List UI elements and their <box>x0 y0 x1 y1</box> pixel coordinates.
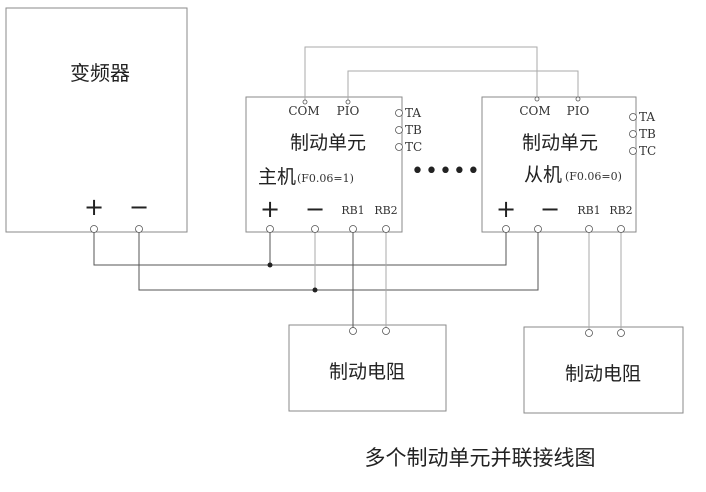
slave-rb2-terminal <box>617 225 625 233</box>
inverter-plus-terminal <box>90 225 98 233</box>
master-pio-label: PIO <box>337 104 360 118</box>
dc-plus-bus-wire <box>93 229 507 266</box>
master-param: (F0.06=1) <box>297 172 354 185</box>
resistor-2-label: 制动电阻 <box>565 363 641 385</box>
master-minus-label: − <box>305 195 325 223</box>
master-tc-label: TC <box>405 140 422 154</box>
master-title: 制动单元 <box>290 132 366 154</box>
slave-pio-terminal <box>575 96 581 102</box>
resistor-2-box <box>523 326 684 414</box>
resistor-2-terminal-a <box>585 329 593 337</box>
ellipsis-dots: •••••• <box>411 159 495 184</box>
resistor-2-terminal-b <box>617 329 625 337</box>
slave-param: (F0.06=0) <box>565 170 622 183</box>
resistor-1-terminal-b <box>382 327 390 335</box>
slave-minus-terminal <box>534 225 542 233</box>
plus-junction-dot <box>267 262 273 268</box>
inverter-box <box>5 7 188 233</box>
master-role: 主机 <box>258 166 296 188</box>
master-unit-box <box>245 96 403 233</box>
master-rb1-terminal <box>349 225 357 233</box>
resistor-1-box <box>288 324 447 412</box>
slave-title: 制动单元 <box>522 132 598 154</box>
resistor-1-terminal-a <box>349 327 357 335</box>
master-ta-label: TA <box>405 106 421 120</box>
inverter-minus-label: − <box>129 193 149 221</box>
master-rb2-terminal <box>382 225 390 233</box>
dc-minus-bus-wire <box>138 229 539 291</box>
inverter-minus-terminal <box>135 225 143 233</box>
slave-plus-label: + <box>496 195 516 223</box>
master-com-terminal <box>302 99 308 105</box>
slave-tb-label: TB <box>639 127 656 141</box>
master-rb1-label: RB1 <box>341 204 364 217</box>
slave-pio-label: PIO <box>567 104 590 118</box>
master-ta-terminal <box>395 109 403 117</box>
slave-tc-terminal <box>629 147 637 155</box>
slave-rb1-terminal <box>585 225 593 233</box>
slave-minus-label: − <box>540 195 560 223</box>
com-signal-wire <box>304 46 538 103</box>
slave-ta-label: TA <box>639 110 655 124</box>
slave-unit-box <box>481 96 637 233</box>
master-tc-terminal <box>395 143 403 151</box>
minus-junction-dot <box>312 287 318 293</box>
inverter-plus-label: + <box>84 193 104 221</box>
pio-signal-wire <box>347 70 579 103</box>
slave-rb2-label: RB2 <box>609 204 632 217</box>
master-minus-terminal <box>311 225 319 233</box>
master-tb-label: TB <box>405 123 422 137</box>
master-plus-label: + <box>260 195 280 223</box>
master-rb2-label: RB2 <box>374 204 397 217</box>
inverter-label: 变频器 <box>70 61 130 85</box>
master-pio-terminal <box>345 99 351 105</box>
slave-role: 从机 <box>524 164 562 186</box>
master-plus-terminal <box>266 225 274 233</box>
slave-tc-label: TC <box>639 144 656 158</box>
slave-plus-terminal <box>502 225 510 233</box>
slave-rb1-label: RB1 <box>577 204 600 217</box>
slave-ta-terminal <box>629 113 637 121</box>
slave-tb-terminal <box>629 130 637 138</box>
master-tb-terminal <box>395 126 403 134</box>
master-com-label: COM <box>288 104 319 118</box>
resistor-1-label: 制动电阻 <box>329 361 405 383</box>
diagram-caption: 多个制动单元并联接线图 <box>365 446 596 470</box>
slave-com-terminal <box>534 96 540 102</box>
slave-com-label: COM <box>519 104 550 118</box>
